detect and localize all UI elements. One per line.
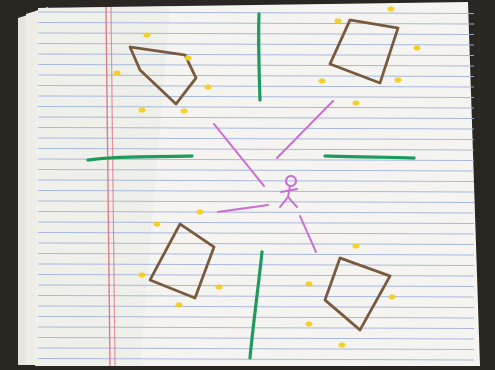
yellow-dot — [388, 294, 395, 299]
green-line-top — [259, 14, 260, 100]
yellow-dot — [138, 272, 145, 277]
yellow-dot — [387, 6, 394, 11]
yellow-dot — [352, 243, 359, 248]
green-line-right — [325, 156, 414, 158]
yellow-dot — [305, 321, 312, 326]
yellow-dot — [413, 45, 420, 50]
yellow-dot — [215, 284, 222, 289]
yellow-dot — [334, 18, 341, 23]
yellow-dot — [204, 84, 211, 89]
yellow-dot — [318, 78, 325, 83]
yellow-dot — [394, 77, 401, 82]
yellow-dot — [138, 107, 145, 112]
yellow-dot — [180, 108, 187, 113]
yellow-dot — [305, 281, 312, 286]
yellow-dot — [143, 32, 150, 37]
yellow-dot — [113, 70, 120, 75]
yellow-dot — [175, 302, 182, 307]
yellow-dot — [352, 100, 359, 105]
yellow-dot — [153, 221, 160, 226]
yellow-dot — [184, 55, 191, 60]
yellow-dot — [338, 342, 345, 347]
yellow-dot — [196, 209, 203, 214]
